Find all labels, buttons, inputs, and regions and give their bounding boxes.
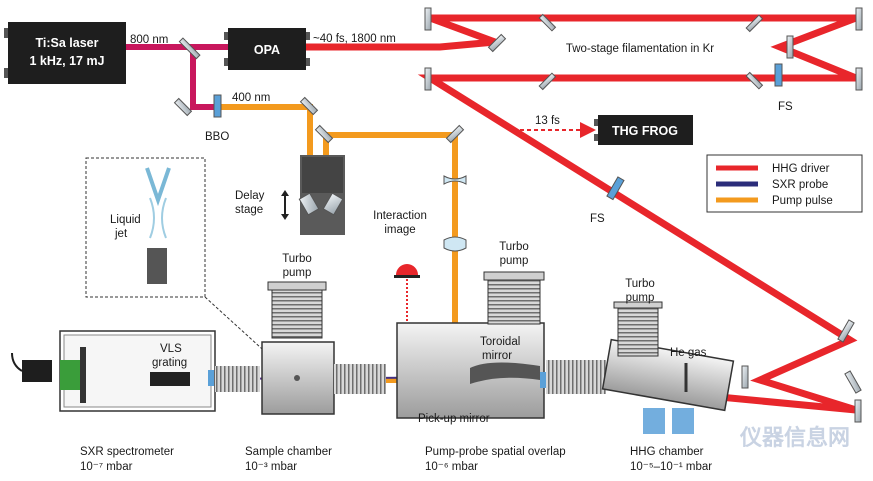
label-bbo: BBO: [205, 131, 229, 143]
brewster-plate-2: [745, 14, 764, 33]
label-turbo-pp-2: pump: [500, 255, 529, 267]
label-vls-1: VLS: [160, 343, 182, 355]
label-turbo-sample-1: Turbo: [282, 253, 312, 265]
mirror-hhg-turn4: [854, 399, 862, 423]
hhg-chamber: [601, 301, 735, 434]
interaction-camera: [394, 264, 420, 278]
label-filamentation: Two-stage filamentation in Kr: [566, 43, 714, 55]
laser-spec: 1 kHz, 17 mJ: [29, 54, 104, 68]
sample-chamber: [261, 281, 386, 415]
label-interaction-1: Interaction: [373, 210, 427, 222]
label-turbo-hhg-2: pump: [626, 292, 655, 304]
brewster-plate-1: [538, 13, 557, 32]
legend-label: SXR probe: [772, 179, 828, 191]
sxr-spectrometer: [11, 330, 260, 412]
brewster-plate-3: [538, 72, 557, 91]
label-turbo-pp-1: Turbo: [499, 241, 529, 253]
mirror-hhg-turn3: [844, 370, 862, 394]
mirror-400-turn: [299, 96, 319, 116]
hhg-driver-beam: [305, 14, 858, 414]
label-turbo-sample-2: pump: [283, 267, 312, 279]
label-liquid-jet-1: Liquid: [110, 214, 141, 226]
label-hhg-chamber: HHG chamber: [630, 446, 704, 458]
lens-2: [443, 236, 467, 252]
mirror-opa-out: [487, 33, 507, 53]
label-sample-chamber: Sample chamber: [245, 446, 332, 458]
label-fs-mid: FS: [590, 213, 605, 225]
laser-name: Ti:Sa laser: [35, 36, 98, 50]
label-toroidal-1: Toroidal: [480, 336, 520, 348]
label-800nm: 800 nm: [130, 34, 168, 46]
fs-window-mid: [606, 176, 625, 201]
thg-frog-label: THG FROG: [612, 124, 678, 138]
ti-sa-beam: [125, 44, 228, 110]
legend-label: HHG driver: [772, 163, 830, 175]
label-pump-probe: Pump-probe spatial overlap: [425, 446, 566, 458]
mirror-fil-mr: [855, 67, 863, 91]
mirror-hhg-turn2: [741, 365, 749, 389]
label-sxr-pressure: 10⁻⁷ mbar: [80, 461, 133, 473]
labels: 800 nm 400 nm ~40 fs, 1800 nm Two-stage …: [80, 33, 850, 473]
label-sxr-spectrometer: SXR spectrometer: [80, 446, 174, 458]
mirror-bbo-turn: [173, 97, 193, 117]
label-toroidal-2: mirror: [482, 350, 512, 362]
label-turbo-hhg-1: Turbo: [625, 278, 655, 290]
label-sample-pressure: 10⁻³ mbar: [245, 461, 297, 473]
label-400nm: 400 nm: [232, 92, 270, 104]
mirror-pump-corner2: [445, 124, 465, 144]
mirror-fil-tr: [855, 7, 863, 31]
pump-probe-chamber: [396, 271, 606, 419]
mirror-pump-corner1: [314, 124, 334, 144]
watermark: 仪器信息网: [739, 425, 850, 450]
label-hhg-pressure: 10⁻⁵–10⁻¹ mbar: [630, 461, 712, 473]
mirror-fil-tl: [424, 7, 432, 31]
liquid-jet-inset: [85, 157, 295, 379]
bbo-crystal: [213, 94, 222, 118]
label-interaction-2: image: [384, 224, 415, 236]
label-fs-top: FS: [778, 101, 793, 113]
label-he-gas: He gas: [670, 347, 707, 359]
label-pump-probe-pressure: 10⁻⁶ mbar: [425, 461, 478, 473]
label-delay-2: stage: [235, 204, 263, 216]
mirror-fil-ml: [424, 67, 432, 91]
label-13fs: 13 fs: [535, 115, 560, 127]
fs-window-top: [774, 63, 783, 87]
ti-sa-laser: Ti:Sa laser 1 kHz, 17 mJ: [4, 22, 126, 84]
label-pickup-mirror: Pick-up mirror: [418, 413, 490, 425]
opa-label: OPA: [254, 43, 280, 57]
opa-box: OPA: [224, 28, 310, 70]
label-vls-2: grating: [152, 357, 187, 369]
thg-frog-box: THG FROG: [594, 115, 693, 145]
label-delay-1: Delay: [235, 190, 265, 202]
label-liquid-jet-2: jet: [114, 228, 128, 240]
mirror-hhg-turn1: [837, 319, 855, 343]
legend-label: Pump pulse: [772, 195, 833, 207]
brewster-plate-4: [745, 71, 764, 90]
label-opa-output: ~40 fs, 1800 nm: [313, 33, 396, 45]
lens-1: [443, 175, 467, 185]
delay-stage: [281, 155, 345, 235]
mirror-fil-mid: [786, 35, 794, 59]
beamsplitter-800: [178, 37, 201, 60]
